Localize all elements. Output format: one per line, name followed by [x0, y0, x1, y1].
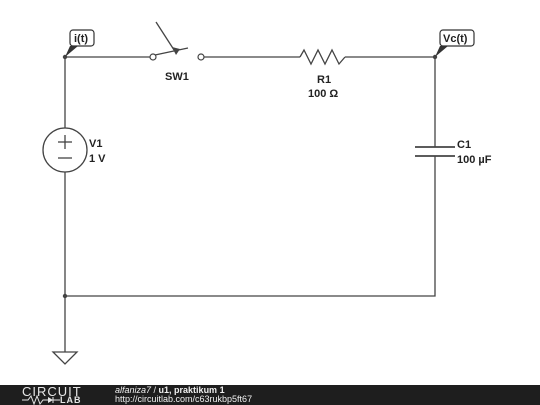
author-name[interactable]: alfaniza7 [115, 385, 152, 395]
probe-tag [69, 29, 95, 47]
title-separator: / [151, 385, 159, 395]
logo-text-top: CIRCUIT [22, 384, 82, 399]
switch-sw1[interactable]: SW1 [149, 21, 205, 83]
resistor-value: 100 Ω [308, 88, 338, 100]
ground-icon [51, 351, 79, 365]
resistor-r1[interactable]: R1 100 Ω [299, 48, 346, 100]
footer-info: alfaniza7 / u1, praktikum 1 http://circu… [115, 386, 252, 404]
probe-pointer-icon [65, 46, 78, 57]
footer-bar: CIRCUIT LAB alfaniza7 / u1, praktikum 1 … [0, 384, 540, 405]
switch-contact-left [149, 53, 157, 61]
footer-title-line: alfaniza7 / u1, praktikum 1 [115, 386, 252, 395]
voltage-probe[interactable]: Vc(t) [435, 29, 475, 57]
voltage-probe-label: Vc(t) [443, 33, 468, 45]
wire-right-lower [65, 156, 436, 297]
circuit-title: u1, praktikum 1 [158, 385, 225, 395]
probe-tag [439, 29, 475, 47]
logo-text-bottom: LAB [60, 395, 82, 405]
switch-arrow-icon [172, 47, 180, 55]
capacitor-label: C1 [457, 139, 471, 151]
junction-dot-bottom-left [62, 293, 68, 299]
current-probe-label: i(t) [74, 33, 88, 45]
current-probe[interactable]: i(t) [65, 29, 95, 57]
circuit-schematic: SW1 R1 100 Ω C1 100 µF V1 1 V i(t) Vc(t) [42, 21, 492, 365]
source-value: 1 V [89, 153, 106, 165]
capacitor-value: 100 µF [457, 154, 492, 166]
source-label: V1 [89, 138, 102, 150]
circuitlab-logo[interactable]: CIRCUIT LAB [22, 384, 97, 405]
resistor-label: R1 [317, 74, 331, 86]
source-body [42, 127, 88, 173]
probe-pointer-icon [435, 46, 448, 57]
circuit-url[interactable]: http://circuitlab.com/c63rukbp5ft67 [115, 394, 253, 404]
voltage-source-v1[interactable]: V1 1 V [42, 127, 106, 173]
logo-resistor-icon [22, 395, 60, 405]
wires [64, 56, 436, 352]
switch-label: SW1 [165, 71, 189, 83]
switch-contact-right [197, 53, 205, 61]
capacitor-c1[interactable]: C1 100 µF [415, 139, 492, 166]
resistor-zigzag [299, 48, 346, 66]
switch-blade [154, 47, 189, 56]
